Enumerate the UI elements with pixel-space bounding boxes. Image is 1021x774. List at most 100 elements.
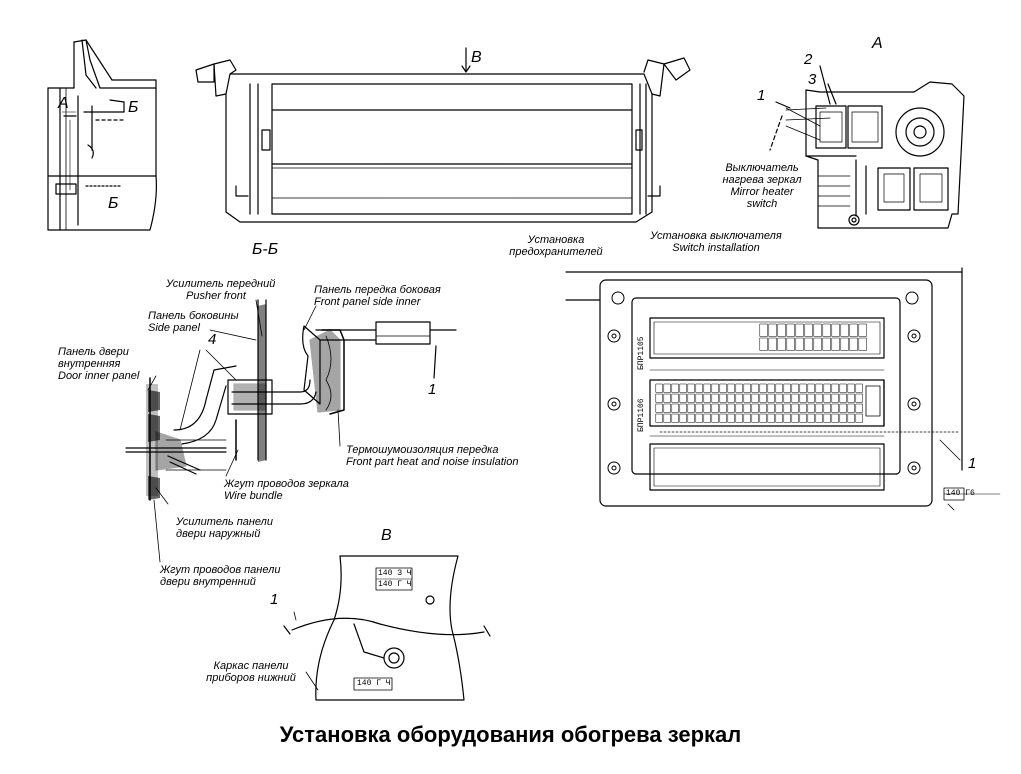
fuse-block xyxy=(565,267,1001,511)
fuse-cell xyxy=(815,403,823,413)
frame-lower-caption: Каркас панели приборов нижний xyxy=(206,660,296,684)
fuse-cell xyxy=(839,413,847,423)
door-outer-pusher-caption: Усилитель панели двери наружный xyxy=(176,516,273,540)
fuse-cell xyxy=(786,337,795,351)
fuse-cell xyxy=(751,383,759,393)
front-panel-view xyxy=(195,47,691,223)
door-wire-caption: Жгут проводов панели двери внутренний xyxy=(160,564,281,588)
fuse-cell xyxy=(783,383,791,393)
view-arrow-v: В xyxy=(471,49,482,66)
fuse-grid xyxy=(655,323,867,423)
fuse-cell xyxy=(687,403,695,413)
fuse-cell xyxy=(831,323,840,337)
fuse-cell xyxy=(727,403,735,413)
fuse-cell xyxy=(823,393,831,403)
fuse-cell xyxy=(655,383,663,393)
fuse-cell xyxy=(831,383,839,393)
fuse-cell xyxy=(791,393,799,403)
front-panel-side-caption: Панель передка боковая Front panel side … xyxy=(314,284,441,308)
fuse-cell xyxy=(759,393,767,403)
position-2: 2 xyxy=(804,51,813,68)
fuse-cell xyxy=(703,403,711,413)
fuse-cell xyxy=(815,413,823,423)
fuse-cell xyxy=(735,393,743,403)
fuse-cell xyxy=(695,393,703,403)
fuse-cell xyxy=(823,413,831,423)
fuse-cell xyxy=(849,337,858,351)
fuse-cell xyxy=(695,383,703,393)
fuse-cell xyxy=(727,413,735,423)
fuse-cell xyxy=(804,337,813,351)
view-a-switch-block xyxy=(769,65,965,229)
fuse-cell xyxy=(775,383,783,393)
fuse-cell xyxy=(751,413,759,423)
fuse-cell xyxy=(823,403,831,413)
fuse-cell xyxy=(799,403,807,413)
fuse-cell xyxy=(727,393,735,403)
fuse-cell xyxy=(839,403,847,413)
fuse-cell xyxy=(840,337,849,351)
fuse-cell xyxy=(775,413,783,423)
fuse-cell xyxy=(786,323,795,337)
fuse-code-2: БПР1106 xyxy=(637,398,646,432)
fuse-cell xyxy=(759,383,767,393)
fuse-cell xyxy=(743,393,751,403)
switch-install-caption: Установка выключателя Switch installatio… xyxy=(650,230,782,254)
position-4: 4 xyxy=(208,331,217,348)
fuse-cell xyxy=(759,413,767,423)
fuse-cell xyxy=(719,413,727,423)
fuse-cell xyxy=(855,403,863,413)
fuse-cell xyxy=(807,403,815,413)
fuse-cell xyxy=(822,323,831,337)
fuse-cell xyxy=(671,383,679,393)
wire-tag-v3: 140 Г Ч xyxy=(357,679,391,688)
fuse-cell xyxy=(767,393,775,403)
fuse-cell xyxy=(743,413,751,423)
fuse-cell xyxy=(663,383,671,393)
fuse-cell xyxy=(795,337,804,351)
fuse-cell xyxy=(849,323,858,337)
fuse-cell xyxy=(735,403,743,413)
fuse-cell xyxy=(719,383,727,393)
fuse-cell xyxy=(711,383,719,393)
fuse-cell xyxy=(711,403,719,413)
switch-caption: Выключатель нагрева зеркал Mirror heater… xyxy=(722,162,802,210)
fuse-cell xyxy=(799,383,807,393)
fuse-cell xyxy=(735,413,743,423)
view-v-label: В xyxy=(381,527,392,544)
fuse-cell xyxy=(813,323,822,337)
section-bb-label: Б-Б xyxy=(252,241,279,258)
wire-tag-right: 140 Г6 xyxy=(946,489,975,498)
fuse-cell xyxy=(799,413,807,423)
wire-bundle-caption: Жгут проводов зеркала Wire bundle xyxy=(224,478,349,502)
fuse-cell xyxy=(783,413,791,423)
fuse-cell xyxy=(768,337,777,351)
fuse-cell xyxy=(791,413,799,423)
fuse-cell xyxy=(815,383,823,393)
fuse-cell xyxy=(858,323,867,337)
position-1-fuse: 1 xyxy=(968,455,977,472)
fuse-cell xyxy=(791,403,799,413)
fuse-cell xyxy=(767,403,775,413)
fuse-cell xyxy=(831,337,840,351)
fuse-cell xyxy=(655,413,663,423)
fuse-cell xyxy=(655,393,663,403)
fuse-cell xyxy=(703,393,711,403)
fuse-code-1: БПР1105 xyxy=(637,336,646,370)
fuse-cell xyxy=(703,383,711,393)
fuse-cell xyxy=(783,393,791,403)
fuse-cell xyxy=(719,403,727,413)
fuse-cell xyxy=(679,403,687,413)
fuse-cell xyxy=(767,383,775,393)
section-mark-b-lower: Б xyxy=(108,195,119,212)
wire-tag-v2: 140 Г Ч xyxy=(378,580,412,589)
fuse-cell xyxy=(671,413,679,423)
wire-tag-v1: 140 З Ч xyxy=(378,569,412,578)
view-v xyxy=(283,555,491,701)
fuse-cell xyxy=(671,403,679,413)
heat-noise-caption: Термошумоизоляция передка Front part hea… xyxy=(346,444,519,468)
fuse-cell xyxy=(695,403,703,413)
fuse-cell xyxy=(823,383,831,393)
fuse-cell xyxy=(679,383,687,393)
fuse-cell xyxy=(813,337,822,351)
